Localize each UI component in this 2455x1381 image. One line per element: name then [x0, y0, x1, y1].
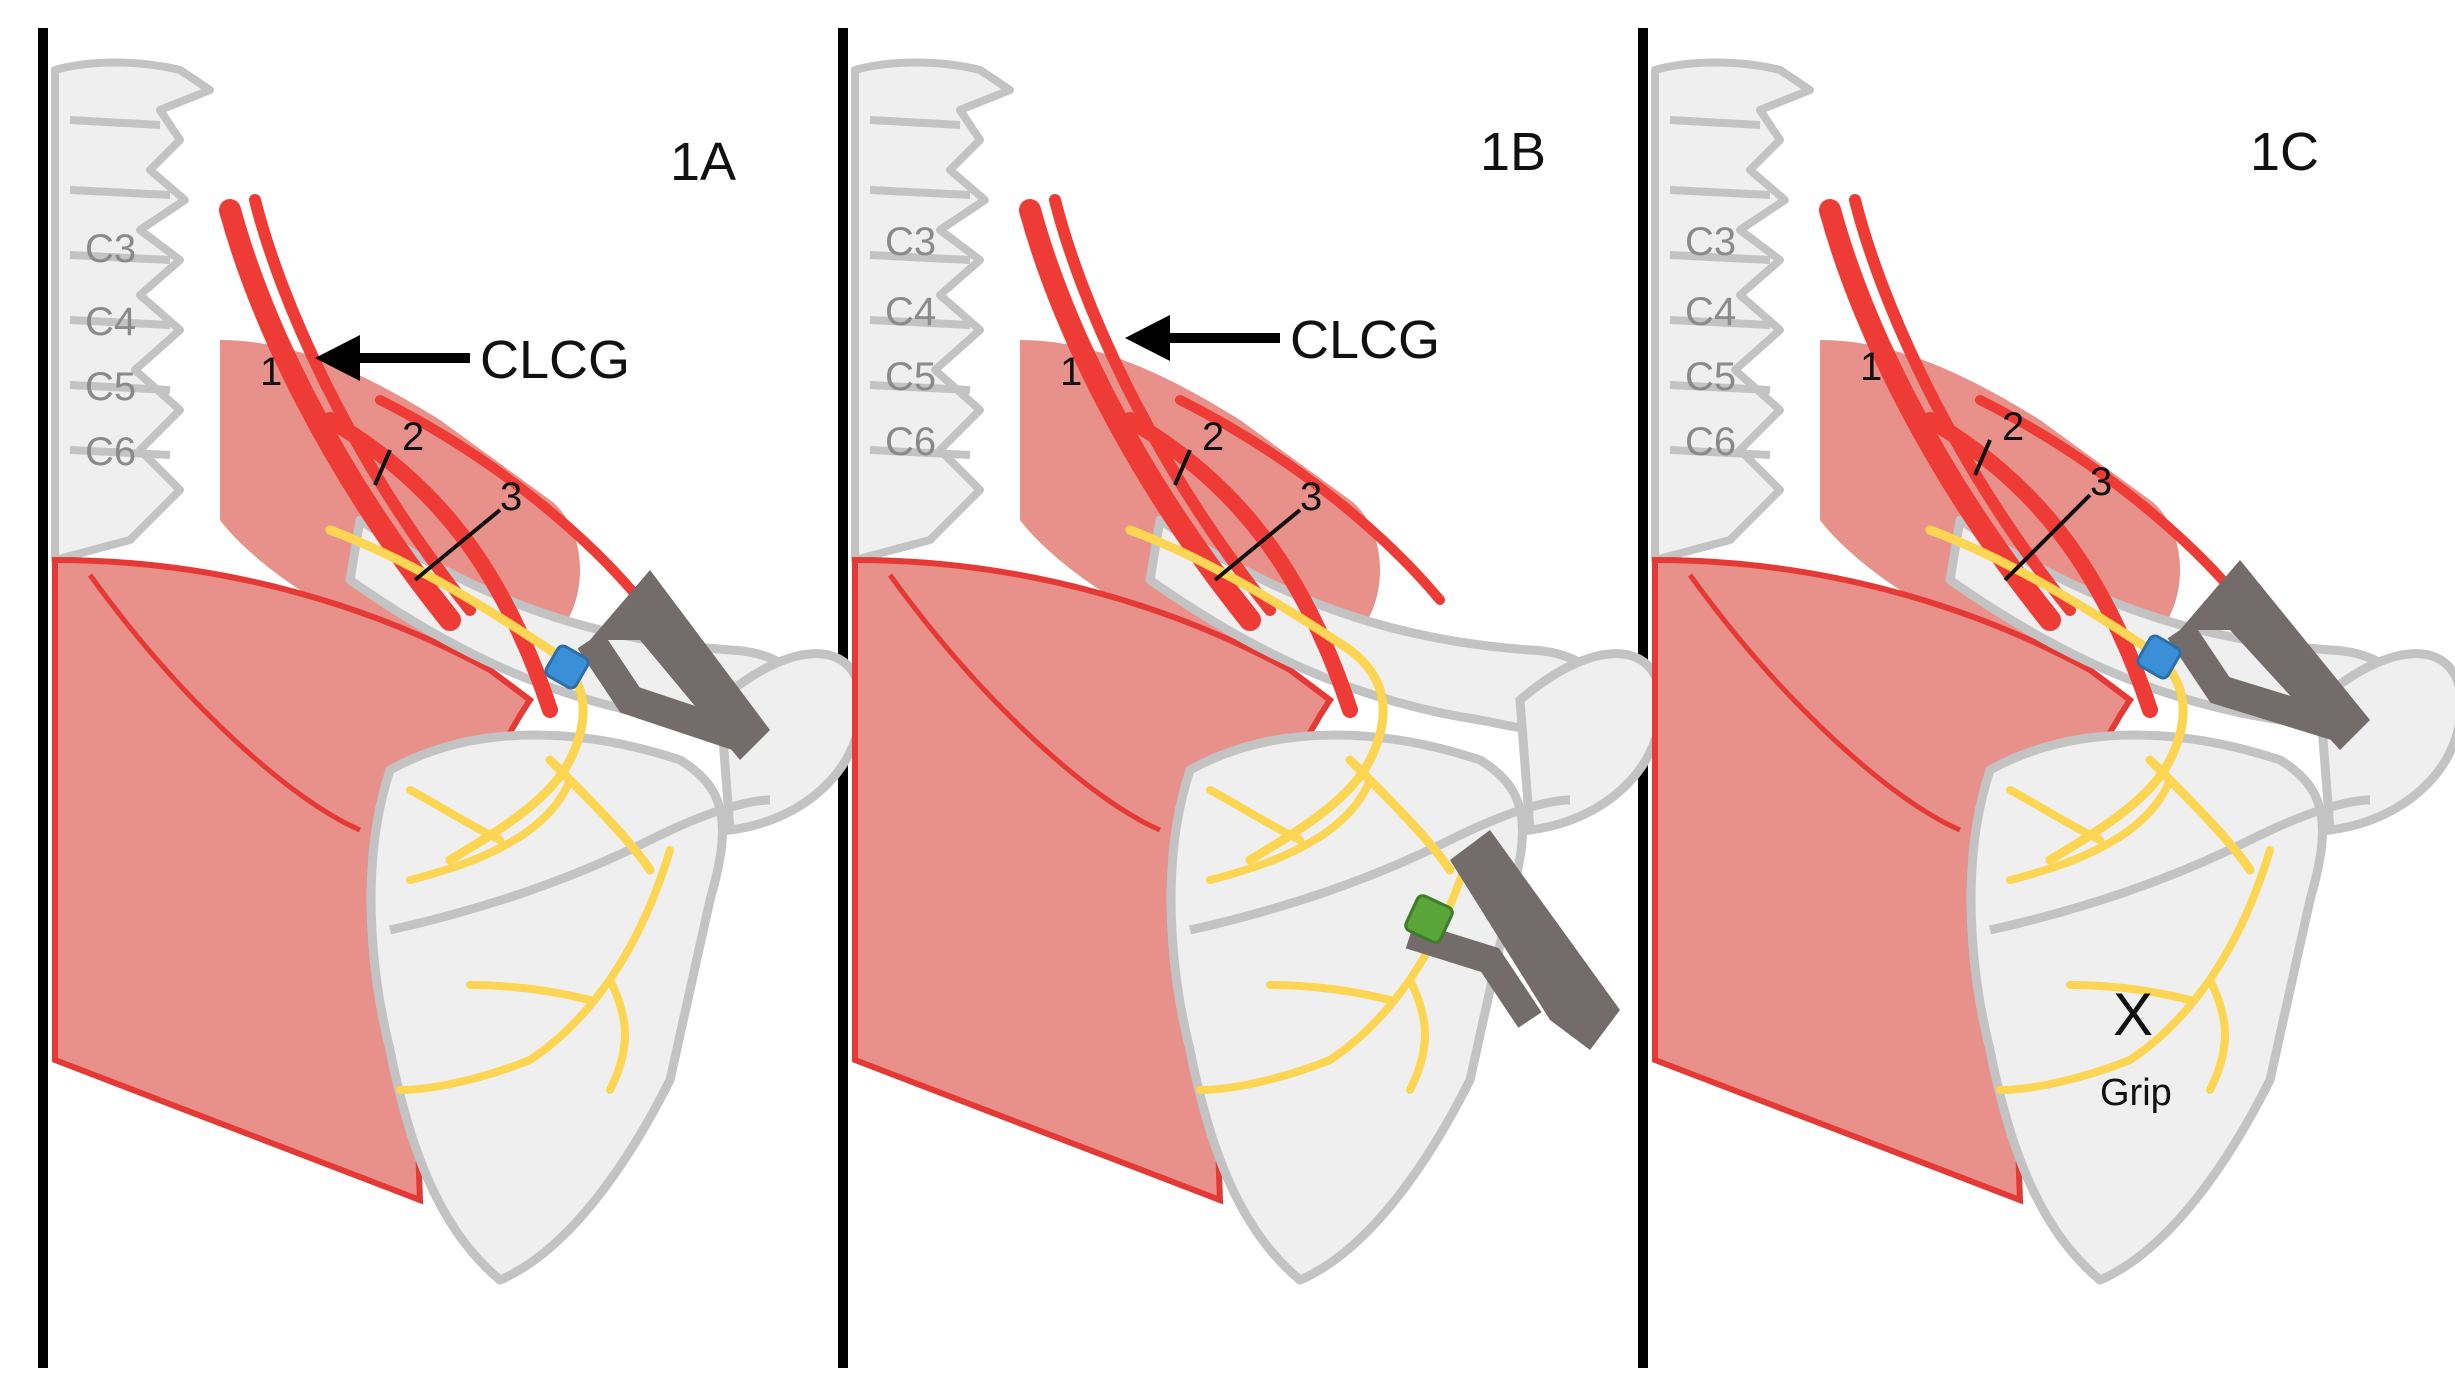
leader-line-3: [413, 508, 502, 582]
structure-label-3: 3: [2090, 460, 2112, 504]
divider-left: [38, 28, 48, 1368]
vertebra-label-c4: C4: [885, 290, 936, 334]
panel-1a: 1A C3 C4 C5 C6 1 2 3 CLCG: [55, 63, 861, 1281]
structure-label-3: 3: [1300, 475, 1322, 519]
structure-label-2: 2: [1202, 415, 1224, 459]
vertebra-label-c5: C5: [1685, 355, 1736, 399]
clamp-icon: [577, 570, 770, 760]
arrow: [315, 335, 470, 381]
panel-label: 1C: [2250, 122, 2319, 182]
structure-label-3: 3: [500, 475, 522, 519]
x-mark: X: [2113, 981, 2153, 1048]
panel-1c: 1C C3 C4 C5 C6 1 2 3 X Grip: [1655, 63, 2455, 1281]
vertebra-label-c5: C5: [85, 365, 136, 409]
vertebra-label-c6: C6: [885, 420, 936, 464]
clip-icon: [2136, 634, 2182, 680]
clip-icon: [544, 644, 590, 690]
vertebra-label-c5: C5: [885, 355, 936, 399]
clcg-label: CLCG: [480, 330, 630, 390]
vertebra-label-c3: C3: [85, 227, 136, 271]
leader-line-3: [1213, 508, 1302, 582]
panel-1b: 1B C3 C4 C5 C6 1 2 3 CLCG: [855, 63, 1661, 1281]
leader-line-2: [1973, 439, 1992, 476]
arrow: [1125, 315, 1280, 361]
structure-label-1: 1: [1860, 345, 1882, 389]
vertebra-label-c4: C4: [85, 300, 136, 344]
structure-label-2: 2: [402, 415, 424, 459]
structure-label-1: 1: [260, 350, 282, 394]
leader-line-2: [373, 449, 392, 486]
grip-label: Grip: [2100, 1072, 2172, 1114]
clamp-icon: [2167, 560, 2370, 750]
structure-label-1: 1: [1060, 350, 1082, 394]
vertebra-label-c6: C6: [1685, 420, 1736, 464]
vertebra-label-c3: C3: [885, 220, 936, 264]
structure-label-2: 2: [2002, 405, 2024, 449]
vertebra-label-c4: C4: [1685, 290, 1736, 334]
clip-icon: [1404, 894, 1454, 944]
vertebra-label-c3: C3: [1685, 220, 1736, 264]
clcg-label: CLCG: [1290, 310, 1440, 370]
vertebra-label-c6: C6: [85, 430, 136, 474]
leader-line-3: [2003, 493, 2092, 582]
panel-label: 1B: [1480, 122, 1546, 182]
leader-line-2: [1173, 449, 1192, 486]
panel-label: 1A: [670, 132, 736, 192]
